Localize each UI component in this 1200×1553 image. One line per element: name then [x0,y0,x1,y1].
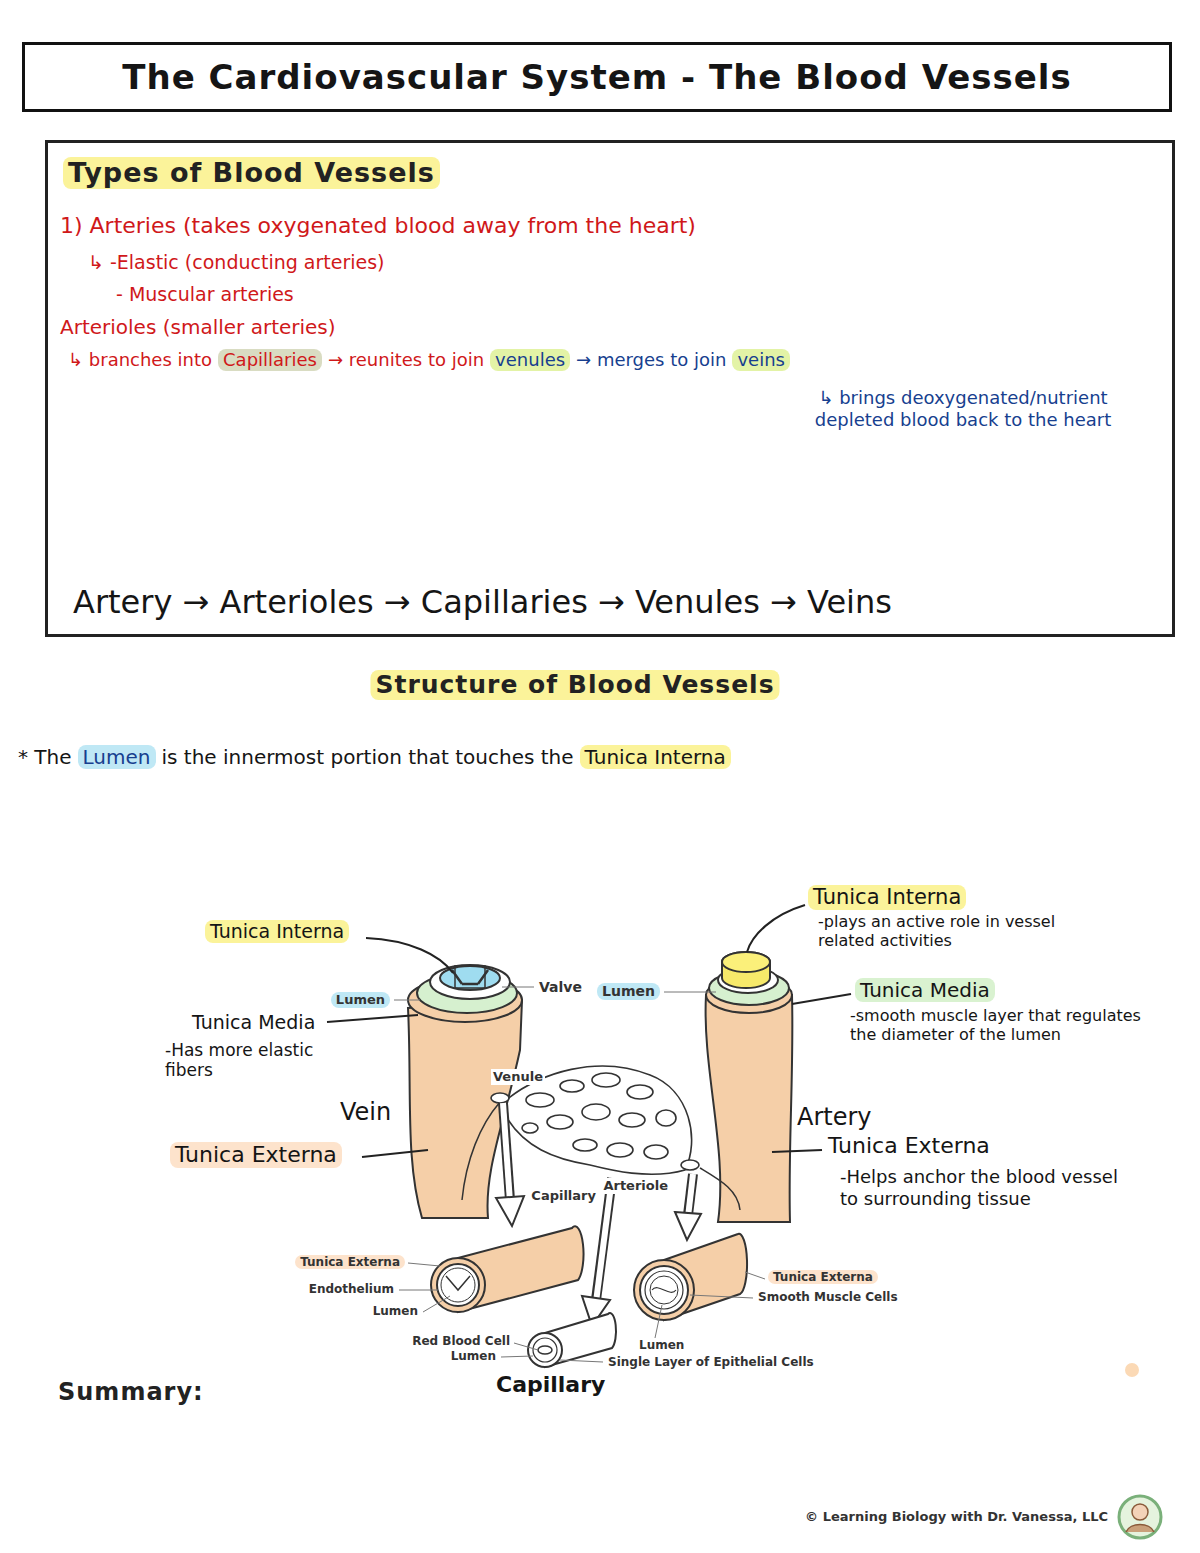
note-text: ↳ -Elastic (conducting arteries) [88,251,385,274]
part-label: Arteriole [601,1178,670,1194]
artery-cross-section [634,1234,747,1320]
note-text: → reunites to join [328,349,484,371]
vessel-name: Vein [340,1098,391,1127]
vessel-name: Artery [797,1103,872,1132]
note-text: ↳ branches into [68,349,212,371]
decor-dot [1125,1363,1139,1377]
part-label: -Has more elastic fibers [165,1040,355,1081]
part-label: Valve [537,979,584,996]
note-line: * TheLumenis the innermost portion that … [18,745,737,769]
part-label: Tunica Externa [170,1142,342,1168]
part-label: Tunica Externa [768,1270,878,1284]
part-label: Lumen [637,1338,686,1352]
part-label: Endothelium [307,1282,396,1296]
leader-lines [327,905,851,1157]
capillary-network [491,1066,699,1174]
part-label: -plays an active role in vessel related … [818,912,1103,950]
part-label: Single Layer of Epithelial Cells [606,1355,816,1369]
note-text: Capillaries [218,349,322,371]
part-label: Tunica Media [190,1011,317,1034]
note-text: Arterioles (smaller arteries) [60,315,336,339]
note-text: - Muscular arteries [116,283,294,306]
summary-heading: Summary: [58,1378,204,1407]
profile-icon [1119,1496,1161,1538]
part-label: Lumen [449,1349,498,1363]
vessel-name: Capillary [494,1372,607,1398]
part-label: Red Blood Cell [410,1334,512,1348]
part-label: Venule [491,1069,545,1085]
note-text: ↳ brings deoxygenated/nutrient depleted … [783,387,1143,430]
note-text: → merges to join [576,349,726,371]
part-label: Lumen [331,992,390,1008]
part-label: Tunica Externa [826,1133,992,1159]
part-label: Lumen [597,983,660,1000]
note-text: * The [18,745,72,769]
capillary-cross-section [528,1313,616,1367]
part-label: Tunica Externa [295,1255,405,1269]
note-text: Lumen [78,745,156,769]
part-label: Tunica Media [855,978,995,1002]
note-text: 1) Arteries (takes oxygenated blood away… [60,213,696,239]
types-box: ↳ branches into Capillaries → reunites to … [45,140,1175,637]
note-text: is the innermost portion that touches th… [162,745,574,769]
copyright-note: © Learning Biology with Dr. Vanessa, LLC [805,1509,1108,1525]
flow-row: ↳ branches into Capillaries → reunites to … [68,349,796,371]
part-label: Lumen [371,1304,420,1318]
page-title: The Cardiovascular System - The Blood Ve… [22,42,1172,112]
vein-drawing [408,965,522,1218]
part-label: Tunica Interna [808,885,966,910]
flow-sequence: Artery → Arterioles → Capillaries → Venu… [73,583,892,621]
vein-cross-section [431,1226,584,1312]
note-text: Tunica Interna [580,745,731,769]
part-label: Capillary [529,1188,598,1204]
section-heading: Structure of Blood Vessels [370,670,779,700]
part-label: Smooth Muscle Cells [756,1290,900,1304]
leader-lines-thin [394,987,765,1362]
part-label: -smooth muscle layer that regulates the … [850,1006,1145,1044]
note-text: venules [490,349,570,371]
box-heading: Types of Blood Vessels [63,157,440,189]
part-label: Tunica Interna [205,920,349,943]
part-label: -Helps anchor the blood vessel to surrou… [840,1166,1135,1209]
note-text: veins [732,349,790,371]
